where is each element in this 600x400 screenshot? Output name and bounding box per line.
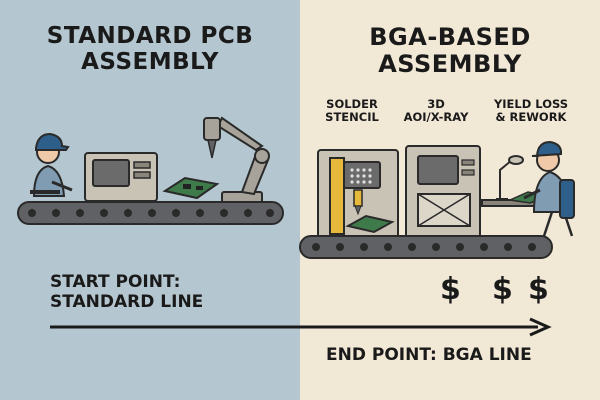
worker-icon [30, 132, 73, 197]
standard-assembly-title: STANDARD PCB ASSEMBLY [0, 23, 300, 76]
stage-label-line1: SOLDER [326, 97, 378, 111]
cost-symbol: $ [492, 272, 513, 307]
stage-label-line2: AOI/X-RAY [403, 110, 469, 125]
cost-symbol: $ [528, 272, 549, 307]
bga-title-line1: BGA-BASED [369, 23, 531, 51]
conveyor-left [17, 201, 284, 225]
solder-stencil-machine-icon [317, 149, 399, 241]
stage-label-line2: & REWORK [495, 110, 567, 125]
bga-assembly-title: BGA-BASED ASSEMBLY [300, 24, 600, 78]
inspection-machine-icon [84, 152, 158, 202]
stage-label-line1: YIELD LOSS [493, 97, 569, 111]
bga-title-line2: ASSEMBLY [378, 49, 522, 78]
aoi-xray-machine-icon [405, 145, 481, 241]
pcb-board-icon [162, 176, 220, 200]
cost-symbol: $ [440, 272, 461, 307]
stage-label-yield-loss: YIELD LOSS & REWORK [476, 97, 586, 125]
rework-worker-icon [523, 140, 575, 237]
bga-line-illustration [299, 140, 575, 259]
standard-title-line1: STANDARD PCB [46, 23, 254, 49]
stage-label-solder-stencil: SOLDER STENCIL [312, 97, 392, 125]
standard-line-illustration [17, 116, 284, 225]
end-point-label: END POINT: BGA LINE [326, 345, 532, 365]
timeline-arrow [50, 317, 552, 337]
conveyor-right [299, 235, 553, 259]
stage-label-aoi-xray: 3D AOI/X-RAY [398, 97, 474, 125]
robot-arm-icon [203, 116, 270, 205]
start-label-line1: START POINT: [50, 272, 181, 292]
start-point-label: START POINT: STANDARD LINE [50, 272, 203, 313]
rework-station-icon [481, 155, 553, 207]
start-label-line2: STANDARD LINE [50, 292, 204, 313]
standard-title-line2: ASSEMBLY [81, 48, 219, 75]
stage-label-line2: STENCIL [325, 110, 379, 125]
stage-label-line1: 3D [427, 97, 445, 111]
